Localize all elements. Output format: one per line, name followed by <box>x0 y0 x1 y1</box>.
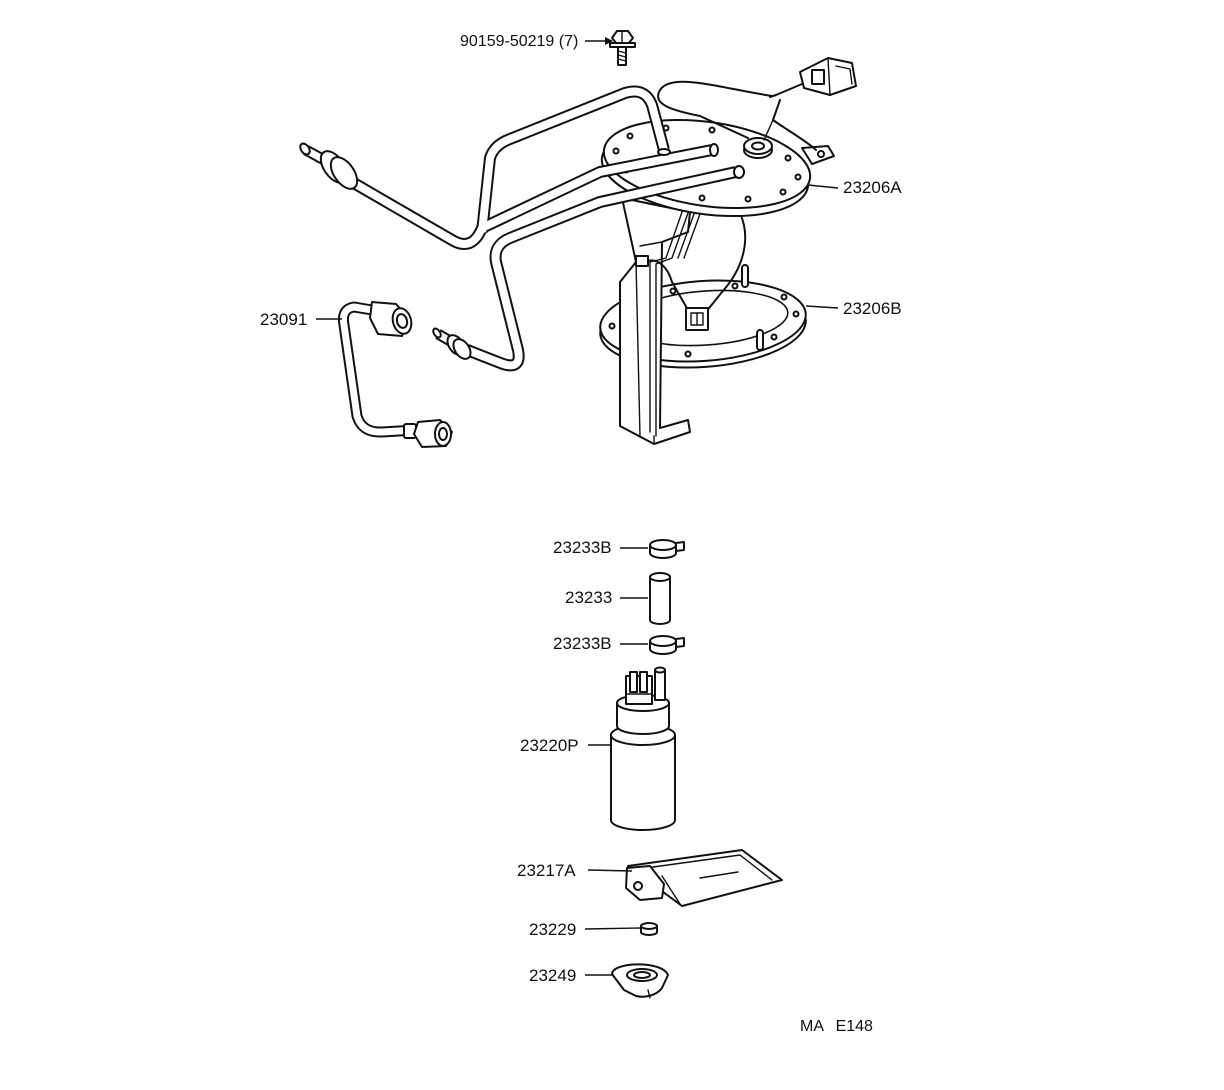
ring-pins <box>741 264 764 351</box>
hose-assembly-part <box>343 301 453 448</box>
callout-23233b-upper: 23233B <box>553 538 612 557</box>
hose-nut-upper <box>369 301 413 337</box>
hose-part <box>649 572 671 625</box>
plate-boss <box>743 137 773 159</box>
fuel-pump-part <box>610 666 676 831</box>
callout-23206b: 23206B <box>843 299 902 318</box>
fitting-upper-left <box>299 142 359 190</box>
plate-ground-tab <box>801 145 835 165</box>
filter-part <box>625 849 783 907</box>
sender-bracket <box>619 197 747 445</box>
ring-connector <box>685 307 709 331</box>
callout-23233b-lower: 23233B <box>553 634 612 653</box>
clip-part <box>611 963 669 999</box>
diagram-code: MA E148 <box>800 1018 873 1035</box>
leader-lines <box>316 37 839 976</box>
fitting-lower-left <box>432 327 472 360</box>
pump-terminal-block <box>625 671 653 705</box>
clamp-upper-part <box>649 539 685 559</box>
hose-nut-lower <box>403 419 453 448</box>
fuel-tubes <box>352 92 745 366</box>
pump-outlet <box>654 666 666 701</box>
callout-bolt: 90159-50219 (7) <box>460 33 578 50</box>
callout-labels: 90159-50219 (7) 23206A 23206B 23091 2323… <box>260 33 902 985</box>
bolt-part <box>609 30 636 66</box>
top-connector <box>799 57 857 96</box>
callout-23217a: 23217A <box>517 861 576 880</box>
spacer-part <box>640 922 658 936</box>
callout-23229: 23229 <box>529 920 576 939</box>
bracket-wire-bundle <box>649 211 701 437</box>
filter-mount <box>625 865 665 901</box>
callout-23249: 23249 <box>529 966 576 985</box>
callout-23206a: 23206A <box>843 178 902 197</box>
clamp-lower-part <box>649 635 685 655</box>
callout-23233: 23233 <box>565 588 612 607</box>
top-wiring <box>657 80 817 151</box>
callout-23220p: 23220P <box>520 736 579 755</box>
callout-23091: 23091 <box>260 310 307 329</box>
